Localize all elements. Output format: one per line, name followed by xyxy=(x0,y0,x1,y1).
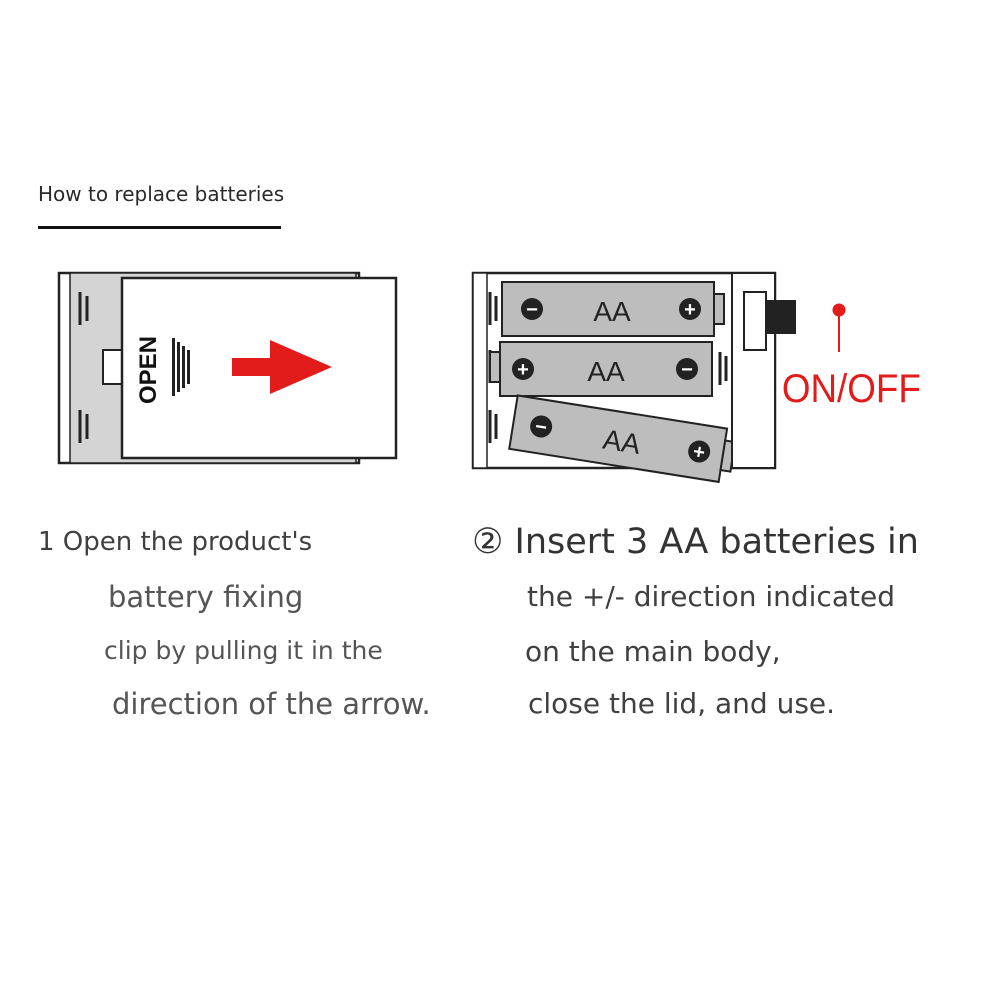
battery-1-minus: − xyxy=(526,299,538,321)
battery-2: + AA − xyxy=(489,341,713,397)
page-title: How to replace batteries xyxy=(38,182,285,206)
right-springs xyxy=(718,352,728,385)
switch-pointer-icon xyxy=(832,303,846,352)
battery-3-minus: − xyxy=(533,416,548,440)
battery-3-label: AA xyxy=(601,424,643,461)
pull-arrow-icon xyxy=(232,340,332,394)
step1-line1: 1 Open the product's xyxy=(38,527,313,557)
step1-line3: clip by pulling it in the xyxy=(104,636,383,665)
step2-line1: ② Insert 3 AA batteries in xyxy=(472,522,919,562)
battery-1-label: AA xyxy=(593,296,631,327)
step2-line2: the +/- direction indicated xyxy=(527,580,895,613)
battery-3-plus: + xyxy=(692,441,707,465)
step2-line3: on the main body, xyxy=(525,635,781,668)
step2-line4: close the lid, and use. xyxy=(528,687,836,720)
battery-1-plus: + xyxy=(684,299,696,321)
on-off-label: ON/OFF xyxy=(782,367,920,412)
switch-slot xyxy=(743,291,767,351)
battery-insert-illustration: − AA + + AA − − AA + xyxy=(471,271,920,484)
open-cover-illustration: OPEN xyxy=(57,271,398,465)
battery-2-plus: + xyxy=(517,359,529,381)
step1-line4: direction of the arrow. xyxy=(112,687,431,721)
title-underline xyxy=(38,226,281,229)
battery-3: − AA + xyxy=(508,394,737,484)
battery-2-label: AA xyxy=(587,356,625,387)
open-label: OPEN xyxy=(135,336,162,404)
compartment-wall xyxy=(472,272,488,469)
battery-2-minus: − xyxy=(681,359,693,381)
step1-line2: battery fixing xyxy=(108,580,304,614)
battery-1: − AA + xyxy=(501,281,725,337)
spring-contacts xyxy=(78,292,89,443)
grip-ridges xyxy=(172,338,190,396)
switch-knob-icon xyxy=(766,300,796,334)
